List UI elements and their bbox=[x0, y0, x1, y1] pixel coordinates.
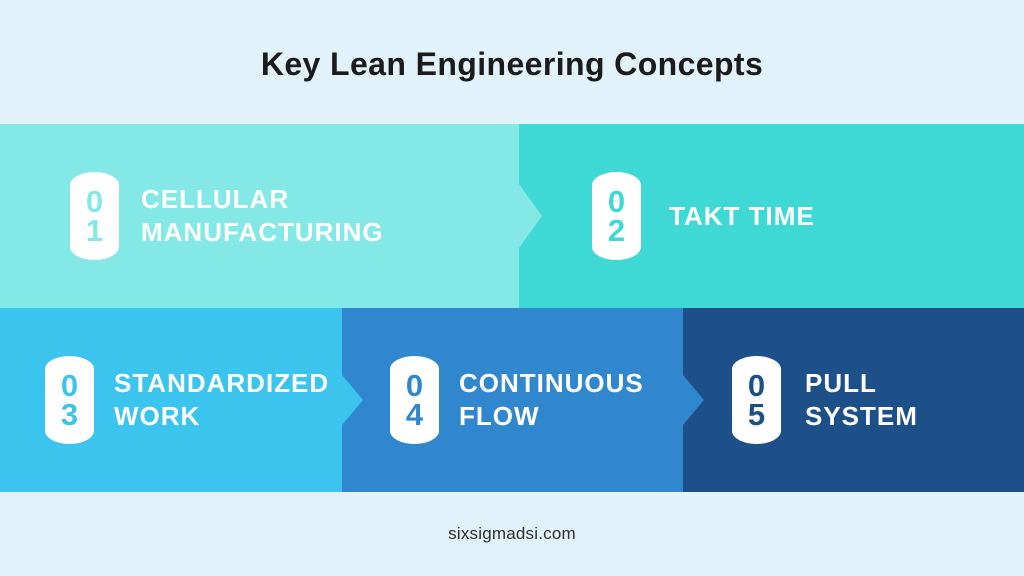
concept-box-pull-system: 0 5 PULL SYSTEM bbox=[683, 308, 1024, 492]
concept-label-cellular-manufacturing: CELLULAR MANUFACTURING bbox=[141, 183, 384, 249]
concept-label-takt-time: TAKT TIME bbox=[669, 200, 815, 233]
number-badge-02: 0 2 bbox=[592, 172, 641, 260]
label-line: PULL bbox=[805, 368, 877, 398]
badge-digit: 0 bbox=[607, 184, 626, 219]
badge-digit: 2 bbox=[607, 213, 626, 248]
badge-digit: 0 bbox=[405, 368, 424, 403]
label-line: CONTINUOUS bbox=[459, 368, 644, 398]
badge-digit: 0 bbox=[85, 184, 104, 219]
label-line: MANUFACTURING bbox=[141, 217, 384, 247]
concept-box-standardized-work: 0 3 STANDARDIZED WORK bbox=[0, 308, 342, 492]
concept-label-continuous-flow: CONTINUOUS FLOW bbox=[459, 367, 644, 433]
number-badge-03: 0 3 bbox=[45, 356, 94, 444]
concepts-row-top: 0 1 CELLULAR MANUFACTURING 0 2 TAKT TIME bbox=[0, 124, 1024, 308]
concept-box-continuous-flow: 0 4 CONTINUOUS FLOW bbox=[342, 308, 683, 492]
label-line: SYSTEM bbox=[805, 401, 918, 431]
badge-digit: 3 bbox=[60, 397, 79, 432]
badge-digit: 4 bbox=[405, 397, 424, 432]
label-line: CELLULAR bbox=[141, 184, 290, 214]
website-url: sixsigmadsi.com bbox=[448, 524, 576, 543]
concept-box-cellular-manufacturing: 0 1 CELLULAR MANUFACTURING bbox=[0, 124, 519, 308]
concept-box-takt-time: 0 2 TAKT TIME bbox=[519, 124, 1024, 308]
label-line: TAKT TIME bbox=[669, 200, 815, 231]
badge-digit: 1 bbox=[85, 213, 104, 248]
badge-digit: 0 bbox=[60, 368, 79, 403]
concepts-row-bottom: 0 3 STANDARDIZED WORK 0 4 CONTINUOUS FLO… bbox=[0, 308, 1024, 492]
concept-label-pull-system: PULL SYSTEM bbox=[805, 367, 918, 433]
number-badge-01: 0 1 bbox=[70, 172, 119, 260]
label-line: STANDARDIZED bbox=[114, 368, 330, 398]
number-badge-04: 0 4 bbox=[390, 356, 439, 444]
page-title: Key Lean Engineering Concepts bbox=[260, 46, 764, 82]
badge-digit: 0 bbox=[747, 368, 766, 403]
number-badge-05: 0 5 bbox=[732, 356, 781, 444]
label-line: FLOW bbox=[459, 401, 540, 431]
concept-label-standardized-work: STANDARDIZED WORK bbox=[114, 367, 329, 433]
badge-digit: 5 bbox=[747, 397, 766, 432]
label-line: WORK bbox=[114, 401, 201, 431]
